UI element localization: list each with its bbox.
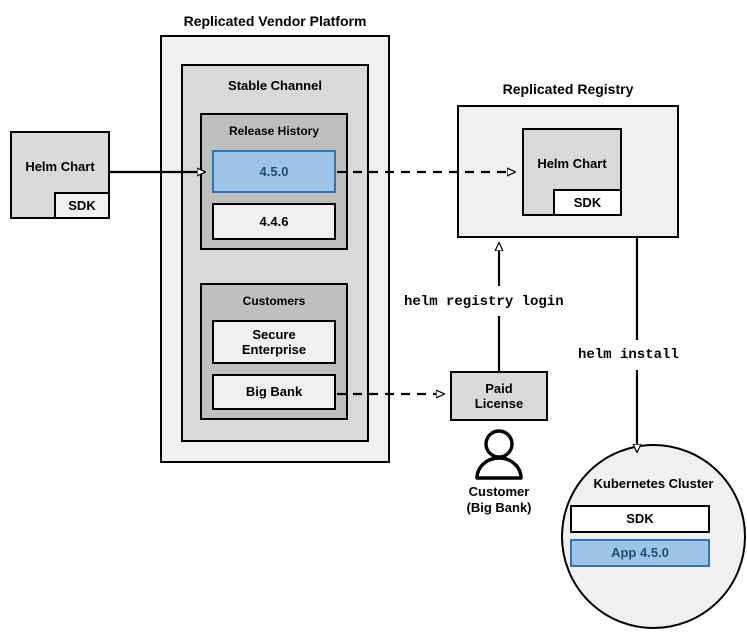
customer-actor-line2: (Big Bank) bbox=[466, 500, 532, 516]
release-item-4-5-0[interactable]: 4.5.0 bbox=[212, 150, 336, 193]
kubernetes-cluster-circle bbox=[561, 444, 746, 629]
customer-item-secure-enterprise[interactable]: Secure Enterprise bbox=[212, 320, 336, 364]
paid-license-box: Paid License bbox=[450, 371, 548, 421]
cluster-app-label: App 4.5.0 bbox=[611, 545, 669, 561]
cluster-sdk-label: SDK bbox=[626, 511, 654, 527]
customer-actor-line1: Customer bbox=[468, 484, 530, 499]
registry-helm-chart-label: Helm Chart bbox=[537, 156, 607, 172]
release-version-label: 4.5.0 bbox=[259, 163, 289, 179]
helm-install-label: helm install bbox=[578, 347, 679, 363]
kubernetes-cluster-title: Kubernetes Cluster bbox=[593, 476, 714, 491]
registry-title: Replicated Registry bbox=[502, 81, 634, 97]
customer-name-label: Big Bank bbox=[245, 384, 303, 400]
customer-name-line2: Enterprise bbox=[241, 342, 307, 357]
source-helm-chart-label: Helm Chart bbox=[25, 159, 95, 175]
registry-sdk-label: SDK bbox=[573, 194, 602, 210]
vendor-platform-title: Replicated Vendor Platform bbox=[183, 13, 367, 29]
customer-item-big-bank[interactable]: Big Bank bbox=[212, 374, 336, 410]
helm-registry-login-label: helm registry login bbox=[404, 294, 564, 310]
paid-license-line2: License bbox=[474, 396, 524, 411]
release-history-title: Release History bbox=[228, 124, 320, 138]
cluster-sdk-box: SDK bbox=[570, 505, 710, 533]
stable-channel-title: Stable Channel bbox=[228, 78, 322, 93]
source-sdk: SDK bbox=[54, 192, 110, 219]
customer-name-line1: Secure bbox=[252, 326, 296, 342]
paid-license-line1: Paid bbox=[485, 380, 513, 396]
source-sdk-label: SDK bbox=[68, 197, 96, 213]
release-item-4-4-6[interactable]: 4.4.6 bbox=[212, 203, 336, 240]
customers-title: Customers bbox=[242, 294, 306, 308]
registry-sdk: SDK bbox=[553, 189, 622, 216]
release-version-label: 4.4.6 bbox=[259, 213, 289, 229]
customer-actor-label: Customer (Big Bank) bbox=[440, 484, 558, 517]
cluster-app-box: App 4.5.0 bbox=[570, 539, 710, 567]
customer-person-icon bbox=[475, 429, 523, 480]
